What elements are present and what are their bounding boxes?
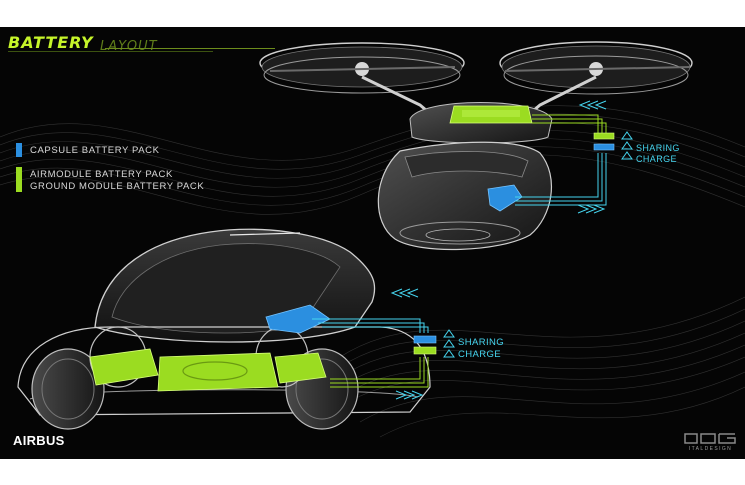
background-waves <box>0 105 745 438</box>
airbus-logo: AIRBUS <box>13 433 65 448</box>
italdesign-mark-icon <box>684 433 736 444</box>
air-module-wiring <box>515 100 633 214</box>
vehicle-illustration <box>0 41 745 438</box>
air-charge-label: CHARGE <box>636 154 677 164</box>
passenger-capsule-flying <box>377 141 552 251</box>
title-underline-secondary <box>8 51 213 52</box>
ground-module-car <box>17 228 431 430</box>
ground-battery-swatch <box>16 180 22 192</box>
title-word-layout: LAYOUT <box>100 39 158 54</box>
italdesign-wordmark: ITALDESIGN <box>688 446 733 452</box>
title-underline <box>105 48 275 49</box>
title-word-battery: BATTERY <box>8 33 94 52</box>
air-sharing-label: SHARING <box>636 143 680 153</box>
battery-layout-panel: BATTERY LAYOUT CAPSULE BATTERY PACK AIRM… <box>0 27 745 459</box>
legend-label-ground: GROUND MODULE BATTERY PACK <box>30 181 205 192</box>
ground-module-wiring <box>312 288 455 400</box>
italdesign-logo: ITALDESIGN <box>683 432 738 456</box>
air-module-drone <box>259 41 693 144</box>
airmodule-battery-swatch <box>16 167 22 181</box>
legend-label-airmodule: AIRMODULE BATTERY PACK <box>30 169 173 180</box>
capsule-battery-swatch <box>16 143 22 157</box>
ground-charge-label: CHARGE <box>458 349 502 360</box>
legend-label-capsule: CAPSULE BATTERY PACK <box>30 145 160 156</box>
ground-sharing-label: SHARING <box>458 337 505 348</box>
